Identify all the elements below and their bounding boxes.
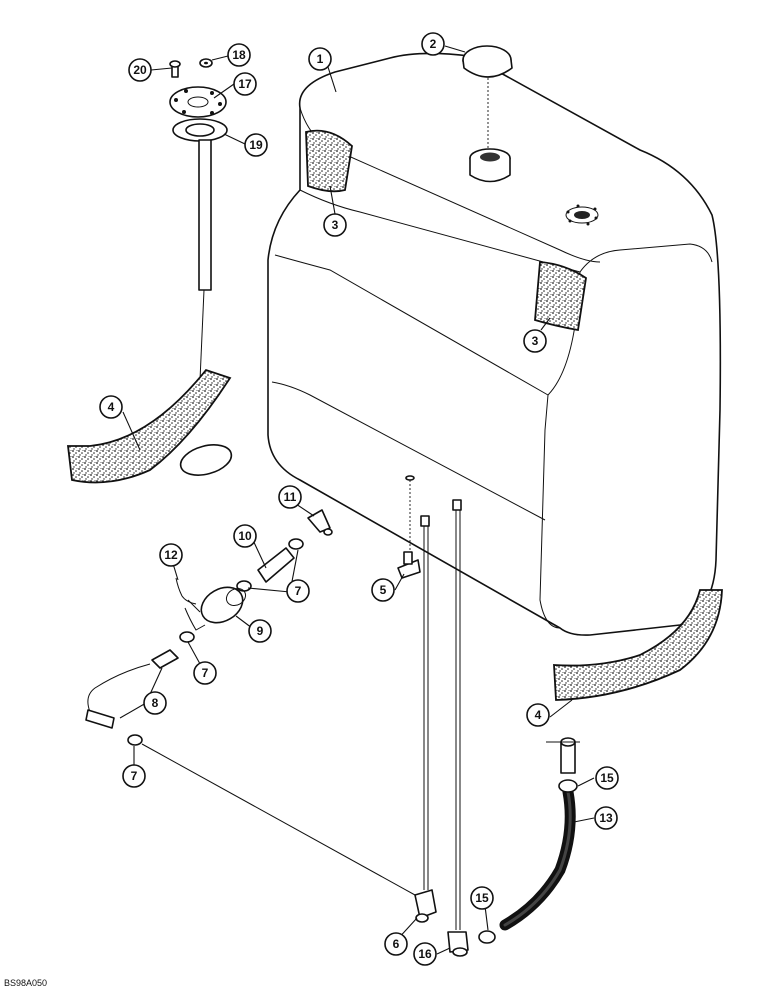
svg-text:10: 10 xyxy=(238,529,252,543)
callout-16: 16 xyxy=(413,942,437,966)
svg-text:13: 13 xyxy=(599,811,613,825)
hose-clamp-upper xyxy=(558,779,578,793)
svg-text:11: 11 xyxy=(284,490,297,504)
svg-text:19: 19 xyxy=(249,138,263,152)
callout-4: 4 xyxy=(99,395,123,419)
svg-text:3: 3 xyxy=(332,218,339,232)
filler-cap xyxy=(462,45,513,150)
svg-text:12: 12 xyxy=(164,548,178,562)
callout-10: 10 xyxy=(233,524,257,548)
callout-3: 3 xyxy=(523,329,547,353)
fuel-lines xyxy=(420,499,462,930)
svg-text:4: 4 xyxy=(535,708,542,722)
callout-6: 6 xyxy=(384,932,408,956)
svg-text:9: 9 xyxy=(257,624,264,638)
svg-text:15: 15 xyxy=(475,891,489,905)
svg-text:8: 8 xyxy=(152,696,159,710)
felt-pad-upper-right xyxy=(534,261,587,332)
callout-11: 11 xyxy=(278,485,302,509)
tank-outlet-fitting xyxy=(546,737,580,774)
callout-15: 15 xyxy=(595,766,619,790)
drain-bracket xyxy=(397,475,421,579)
svg-text:1: 1 xyxy=(317,52,324,66)
svg-text:7: 7 xyxy=(295,584,302,598)
callout-13: 13 xyxy=(594,806,618,830)
svg-text:18: 18 xyxy=(232,48,246,62)
callout-7: 7 xyxy=(286,579,310,603)
svg-text:4: 4 xyxy=(108,400,115,414)
callout-17: 17 xyxy=(233,72,257,96)
callout-18: 18 xyxy=(227,43,251,67)
fuel-hose xyxy=(499,786,576,931)
strap-pad-left xyxy=(66,368,232,484)
svg-text:2: 2 xyxy=(430,37,437,51)
svg-text:7: 7 xyxy=(202,666,209,680)
svg-text:17: 17 xyxy=(238,77,252,91)
callout-19: 19 xyxy=(244,133,268,157)
callout-8: 8 xyxy=(143,691,167,715)
svg-text:20: 20 xyxy=(133,63,147,77)
fuel-level-sender xyxy=(169,58,233,476)
callout-1: 1 xyxy=(308,47,332,71)
callout-7: 7 xyxy=(193,661,217,685)
fuel-filter-assembly xyxy=(85,509,416,896)
callout-3: 3 xyxy=(323,213,347,237)
svg-text:7: 7 xyxy=(131,769,138,783)
callout-20: 20 xyxy=(128,58,152,82)
elbow-fitting xyxy=(414,889,437,923)
callout-2: 2 xyxy=(421,32,445,56)
callout-5: 5 xyxy=(371,578,395,602)
svg-text:3: 3 xyxy=(532,334,539,348)
connector-fitting xyxy=(447,931,469,957)
svg-text:15: 15 xyxy=(600,771,614,785)
callout-9: 9 xyxy=(248,619,272,643)
strap-pad-right xyxy=(553,589,723,701)
callout-15: 15 xyxy=(470,886,494,910)
svg-text:5: 5 xyxy=(380,583,387,597)
drawing-code: BS98A050 xyxy=(4,978,48,988)
hose-clamp-lower xyxy=(478,930,496,944)
svg-text:6: 6 xyxy=(393,937,400,951)
callout-4: 4 xyxy=(526,703,550,727)
felt-pad-upper-left xyxy=(305,129,353,193)
callout-7: 7 xyxy=(122,764,146,788)
callout-12: 12 xyxy=(159,543,183,567)
svg-text:16: 16 xyxy=(418,947,432,961)
